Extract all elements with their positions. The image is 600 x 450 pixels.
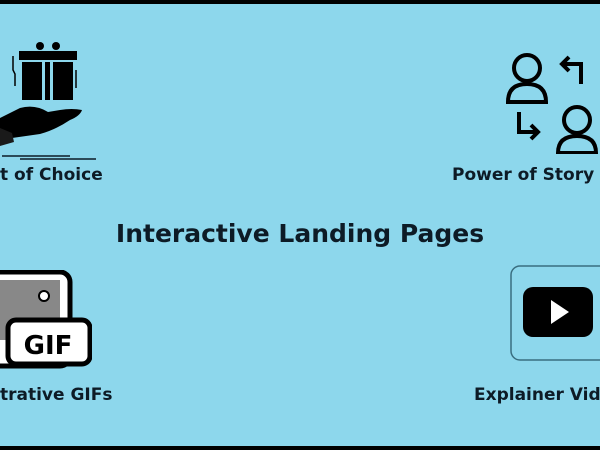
- graphic-canvas: t of Choice Power of Story Interactive L…: [0, 4, 600, 446]
- feature-label-choice: t of Choice: [0, 165, 103, 185]
- video-play-icon[interactable]: [510, 265, 600, 361]
- feature-label-story: Power of Story: [452, 165, 595, 185]
- page-title: Interactive Landing Pages: [115, 219, 485, 248]
- users-exchange-icon: [505, 53, 599, 154]
- gif-icon: GIF: [0, 270, 92, 369]
- gift-hand-icon: [0, 42, 96, 160]
- gif-icon-text: GIF: [24, 331, 73, 361]
- feature-label-gifs: trative GIFs: [0, 385, 113, 405]
- feature-label-video: Explainer Vid: [474, 385, 600, 405]
